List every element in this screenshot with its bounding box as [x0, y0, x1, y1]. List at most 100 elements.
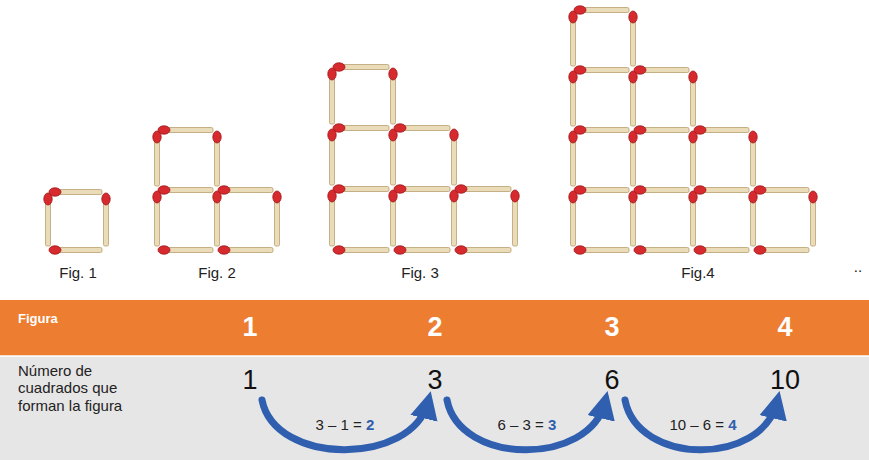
figure-number: 4 [777, 312, 792, 343]
match-head [754, 186, 766, 194]
matchstick [394, 124, 450, 132]
matchstick [455, 185, 511, 193]
curved-arrow [262, 400, 428, 450]
match-head [694, 246, 706, 254]
match-head [629, 11, 637, 23]
match-head [153, 191, 161, 203]
staircase-figure [328, 63, 519, 254]
matchstick [569, 11, 577, 66]
matchstick [629, 71, 637, 126]
matchstick [158, 126, 213, 134]
match-head [450, 129, 458, 141]
square-count: 1 [242, 365, 257, 396]
matchstick [754, 246, 809, 254]
match-head [634, 246, 646, 254]
matchstick [629, 131, 637, 186]
match-head [569, 191, 577, 203]
difference-label: 6 – 3 = 3 [495, 416, 560, 433]
matchstick [694, 186, 749, 194]
matchstick [153, 191, 161, 246]
matchstick [213, 131, 221, 186]
matchstick [394, 185, 450, 193]
figure-number: 2 [427, 312, 442, 343]
staircase-figure [44, 188, 110, 254]
matchstick [218, 246, 273, 254]
match-head [158, 246, 170, 254]
match-head [394, 185, 406, 193]
matchstick [102, 193, 110, 246]
matchstick [689, 71, 697, 126]
matchstick [511, 190, 519, 246]
match-head [694, 186, 706, 194]
matchstick [634, 66, 689, 74]
matchstick [574, 66, 629, 74]
figure-label: Fig. 2 [198, 264, 236, 281]
match-head [44, 193, 52, 205]
match-head [634, 126, 646, 134]
square-count: 3 [427, 365, 442, 396]
match-head [569, 131, 577, 143]
matchstick [629, 11, 637, 66]
matchstick [328, 190, 336, 246]
matchstick [569, 191, 577, 246]
match-head [689, 71, 697, 83]
matchstick [629, 191, 637, 246]
match-head [754, 246, 766, 254]
matchstick [574, 246, 629, 254]
match-head [218, 246, 230, 254]
match-head [809, 191, 817, 203]
header-band [0, 300, 869, 356]
matchstick [389, 190, 397, 246]
match-head [328, 68, 336, 80]
match-head [389, 68, 397, 80]
row-header: Número de cuadrados que forman la figura [18, 362, 142, 414]
match-head [569, 71, 577, 83]
difference-label: 3 – 1 = 2 [313, 416, 378, 433]
match-head [49, 246, 61, 254]
match-head [218, 186, 230, 194]
curved-arrow [625, 400, 777, 450]
matchstick [574, 126, 629, 134]
matchstick [574, 186, 629, 194]
match-head [455, 246, 467, 254]
matchstick [49, 188, 102, 196]
match-head [574, 246, 586, 254]
matchstick [328, 129, 336, 185]
square-count: 10 [770, 365, 800, 396]
matchstick [389, 68, 397, 124]
figure-label: Fig. 3 [401, 264, 439, 281]
figure-label: Fig.4 [681, 264, 714, 281]
figure-number: 1 [242, 312, 257, 343]
matchstick [689, 191, 697, 246]
matchstick [333, 124, 389, 132]
staircase-figure [153, 126, 281, 254]
matchstick [213, 191, 221, 246]
matchstick [694, 126, 749, 134]
match-head [694, 126, 706, 134]
square-count: 6 [604, 365, 619, 396]
match-head [511, 190, 519, 202]
match-head [273, 191, 281, 203]
matchstick [218, 186, 273, 194]
matchstick [450, 129, 458, 185]
matchstick [634, 186, 689, 194]
matchstick-figures [0, 0, 869, 300]
curved-arrow [447, 400, 605, 450]
matchstick [455, 246, 511, 254]
matchstick [634, 246, 689, 254]
matchstick [333, 63, 389, 71]
figure-number: 3 [604, 312, 619, 343]
difference-label: 10 – 6 = 4 [666, 416, 739, 433]
match-head [394, 124, 406, 132]
match-head [394, 246, 406, 254]
row-header: Figura [18, 311, 58, 326]
continuation-dots: .. [854, 258, 862, 275]
match-head [455, 185, 467, 193]
matchstick [749, 191, 757, 246]
matchstick [153, 131, 161, 186]
match-head [634, 66, 646, 74]
matchstick [394, 246, 450, 254]
matchstick [328, 68, 336, 124]
row-band [0, 356, 869, 460]
matchstick [574, 6, 629, 14]
